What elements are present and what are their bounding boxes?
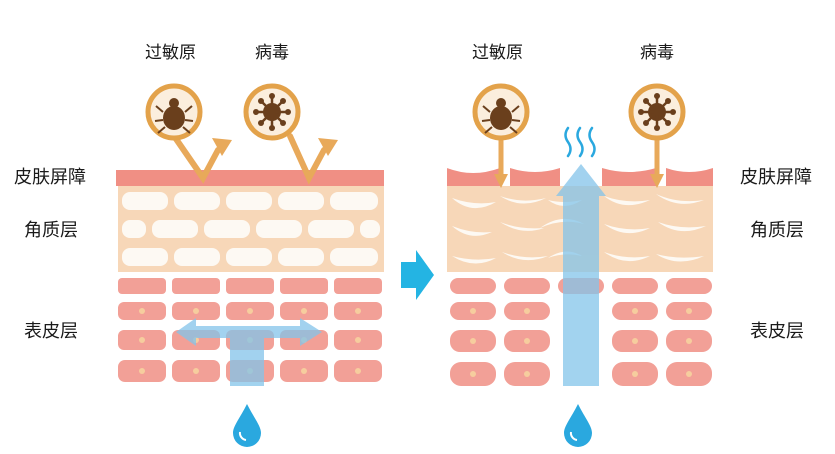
left-virus-icon xyxy=(243,83,301,141)
left-deflect-arrows xyxy=(171,133,327,185)
transition-arrow-icon xyxy=(401,250,434,300)
left-stratum-corneum-label: 角质层 xyxy=(24,220,78,241)
right-penetrate-arrows xyxy=(498,138,660,176)
left-mite-icon xyxy=(145,83,203,141)
left-barrier-layer xyxy=(116,170,384,186)
right-barrier-label: 皮肤屏障 xyxy=(740,167,812,188)
right-barrier-layer xyxy=(447,168,713,186)
right-mite-icon xyxy=(472,83,530,141)
left-water-retention-arrow xyxy=(176,318,322,386)
right-allergen-label: 过敏原 xyxy=(472,43,523,63)
right-panel xyxy=(447,83,713,447)
left-panel xyxy=(116,83,384,447)
right-stratum-corneum-label: 角质层 xyxy=(750,220,804,241)
left-water-drop-icon xyxy=(233,404,261,447)
right-virus-icon xyxy=(628,83,686,141)
right-epidermis-label: 表皮层 xyxy=(750,321,804,342)
right-virus-label: 病毒 xyxy=(640,43,674,63)
right-epidermis-cells xyxy=(450,278,712,386)
left-allergen-label: 过敏原 xyxy=(145,43,196,63)
left-virus-label: 病毒 xyxy=(255,43,289,63)
left-barrier-label: 皮肤屏障 xyxy=(14,167,86,188)
right-water-loss-arrow xyxy=(556,164,606,386)
left-corneum-cells xyxy=(122,192,380,266)
right-water-drop-icon xyxy=(564,404,592,447)
right-steam-icon xyxy=(564,126,596,158)
left-epidermis-label: 表皮层 xyxy=(24,321,78,342)
